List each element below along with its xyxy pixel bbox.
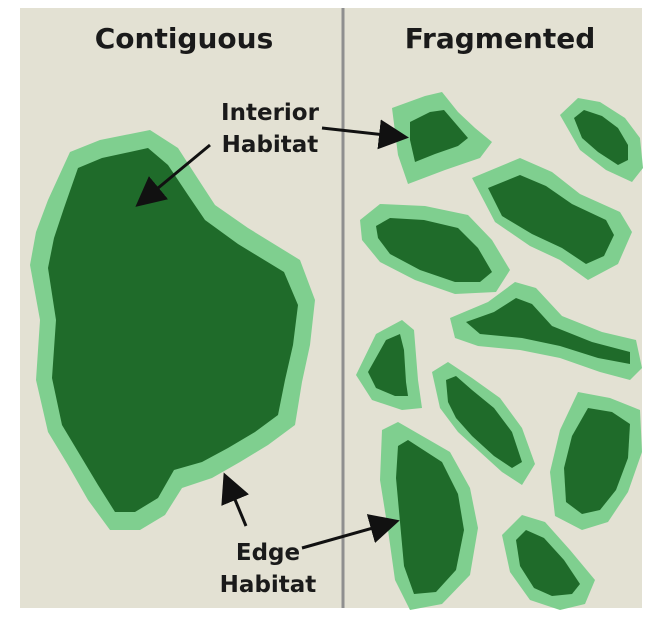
- fragmented-title: Fragmented: [405, 22, 596, 55]
- contiguous-title: Contiguous: [95, 22, 274, 55]
- interior-label-line1: Interior: [221, 100, 320, 126]
- edge-label-line2: Habitat: [220, 572, 317, 598]
- edge-label-line1: Edge: [236, 540, 300, 566]
- interior-label-line2: Habitat: [222, 132, 319, 158]
